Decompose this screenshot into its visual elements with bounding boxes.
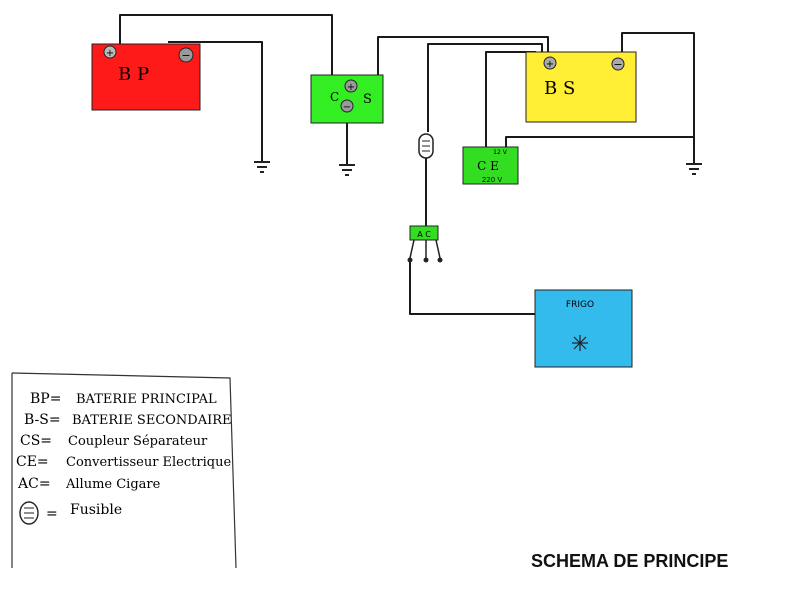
wire-bs-rail xyxy=(427,43,543,132)
ce-output-voltage: 220 V xyxy=(482,176,503,184)
frigo-label: FRIGO xyxy=(566,300,594,310)
legend-code: CE= xyxy=(16,454,49,470)
allume-cigare: A C xyxy=(407,225,443,263)
cs-plus-terminal xyxy=(344,79,358,93)
cs-label-c: C xyxy=(330,90,339,104)
battery-secondaire: + − B S xyxy=(525,51,637,123)
convertisseur-electrique: 12 V C E 220 V xyxy=(462,146,519,185)
wire-cs-out xyxy=(377,36,549,75)
page-title: SCHEMA DE PRINCIPE xyxy=(531,551,729,571)
battery-principal: + − B P xyxy=(91,43,201,111)
bs-plus-sign: + xyxy=(546,59,554,70)
coupleur-separateur: C S + − xyxy=(310,74,384,124)
legend: BP= BATERIE PRINCIPAL B-S= BATERIE SECON… xyxy=(11,372,237,569)
legend-text: Convertisseur Electrique xyxy=(66,455,231,470)
ground-icon xyxy=(686,163,702,175)
legend-text: BATERIE SECONDAIRE xyxy=(72,413,232,428)
wires xyxy=(110,14,695,315)
legend-text: Coupleur Séparateur xyxy=(68,434,208,449)
wire-ce-ground xyxy=(505,136,694,148)
legend-code: B-S= xyxy=(24,412,61,428)
fuse-icon xyxy=(19,501,39,525)
bs-minus-sign: − xyxy=(613,58,622,71)
ground-icon xyxy=(254,161,270,173)
bp-minus-terminal xyxy=(178,47,194,63)
ac-pin xyxy=(437,257,443,263)
wire-bs-minus xyxy=(621,32,695,164)
ac-body xyxy=(409,225,439,241)
bs-label: B S xyxy=(544,78,575,99)
frigo: FRIGO xyxy=(534,289,633,368)
ac-pin xyxy=(407,257,413,263)
frigo-body xyxy=(534,289,633,368)
ac-label: A C xyxy=(417,230,431,239)
wire-ac-frigo xyxy=(409,262,535,315)
bp-minus-sign: − xyxy=(181,49,190,62)
cs-minus-terminal xyxy=(340,99,354,113)
ce-input-voltage: 12 V xyxy=(493,149,508,156)
bp-plus-terminal xyxy=(103,45,117,59)
ce-label: C E xyxy=(477,159,499,173)
snowflake-icon xyxy=(572,335,588,351)
legend-text: Fusible xyxy=(70,502,122,518)
cs-label-s: S xyxy=(363,92,372,107)
legend-code: BP= xyxy=(30,391,61,407)
legend-text: Allume Cigare xyxy=(65,477,161,492)
legend-text: BATERIE PRINCIPAL xyxy=(76,392,217,407)
legend-code: CS= xyxy=(20,433,52,449)
fuse-icon xyxy=(418,133,434,159)
legend-frame xyxy=(11,372,237,569)
bs-plus-terminal xyxy=(543,56,557,70)
cs-minus-sign: − xyxy=(343,102,351,113)
bp-label: B P xyxy=(118,64,149,85)
legend-code: = xyxy=(46,506,58,522)
ce-body xyxy=(462,146,519,185)
ac-pin xyxy=(423,257,429,263)
ground-icon xyxy=(339,164,355,176)
bs-minus-terminal xyxy=(611,57,625,71)
legend-code: AC= xyxy=(17,476,51,492)
bp-plus-sign: + xyxy=(106,48,114,59)
wire-bp-minus xyxy=(168,41,263,162)
cs-plus-sign: + xyxy=(347,82,355,93)
wire-ce-feed xyxy=(485,51,536,148)
